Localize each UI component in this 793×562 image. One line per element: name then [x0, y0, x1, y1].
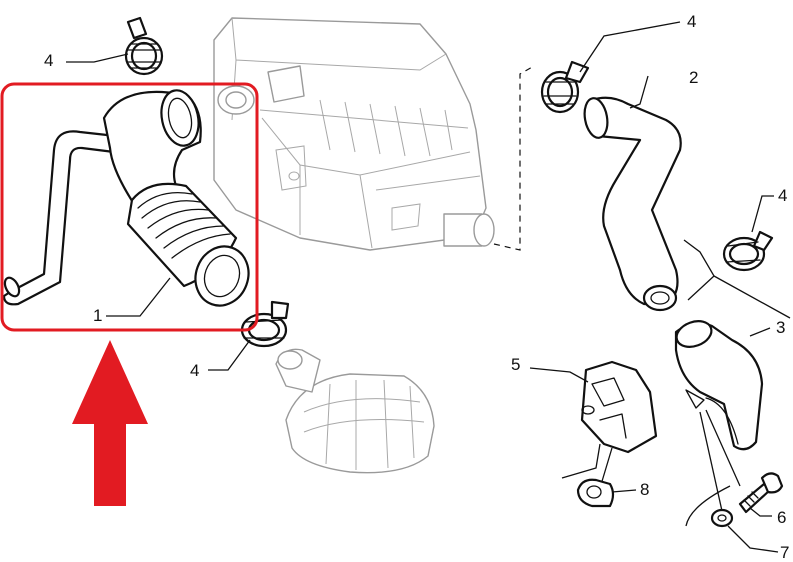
callout-1: 1	[93, 306, 102, 325]
part-8-grommet	[576, 478, 615, 508]
frame-line-bottom-right	[685, 485, 731, 527]
part-4-clamp-top-right	[540, 60, 590, 114]
resonator	[275, 348, 435, 474]
callout-4-top-right: 4	[687, 12, 696, 31]
part-7-washer	[710, 508, 734, 528]
callout-5: 5	[511, 355, 520, 374]
callout-3: 3	[776, 318, 785, 337]
mount-line-5	[561, 443, 601, 479]
part-3-elbow	[674, 320, 764, 451]
frame-line-right	[713, 275, 791, 319]
part-4-clamp-bottom	[240, 300, 290, 348]
assembly-dash-line	[493, 65, 535, 251]
callout-4-right: 4	[778, 186, 787, 205]
callout-4-bottom: 4	[190, 361, 199, 380]
part-2-hose	[583, 96, 682, 312]
callout-7: 7	[780, 543, 789, 562]
callout-4-top-left: 4	[44, 51, 53, 70]
part-6-bolt	[738, 472, 784, 514]
callout-8: 8	[640, 480, 649, 499]
part-1-intake-hose	[2, 89, 250, 307]
highlight-box	[0, 82, 259, 332]
mount-line-3b	[699, 411, 725, 521]
mount-line-2	[683, 239, 715, 301]
mount-line-3	[705, 409, 741, 487]
part-5-bracket	[580, 360, 658, 454]
callout-6: 6	[777, 508, 786, 527]
callout-2: 2	[689, 68, 698, 87]
red-arrow-icon	[72, 340, 148, 506]
leader-lines	[66, 21, 779, 553]
part-4-clamp-right	[722, 230, 774, 272]
part-4-clamp-top-left	[124, 16, 164, 76]
air-filter-housing	[213, 17, 495, 251]
